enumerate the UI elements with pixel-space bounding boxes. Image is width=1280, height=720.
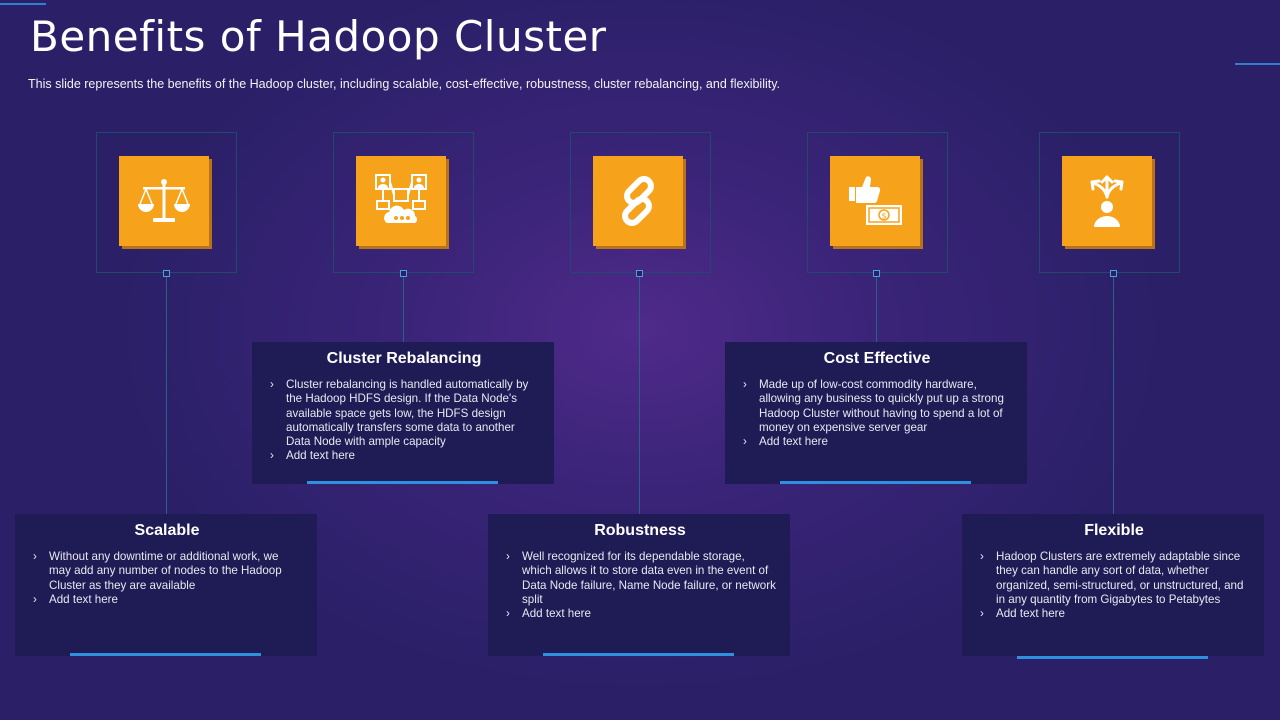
connector-cluster-rebalancing — [403, 277, 404, 342]
bullet-item: Add text here — [978, 607, 1250, 622]
card-title-flexible: Flexible — [1084, 522, 1144, 539]
bullet-list-cost-effective: Made up of low-cost commodity hardware, … — [741, 378, 1013, 450]
icon-tile-robustness — [593, 156, 683, 246]
bullet-list-robustness: Well recognized for its dependable stora… — [504, 550, 776, 622]
person-arrows-icon — [1090, 175, 1124, 227]
connector-scalable — [166, 277, 167, 514]
bullet-item: Well recognized for its dependable stora… — [504, 550, 776, 607]
top-right-accent-line — [1235, 63, 1280, 65]
bullet-list-flexible: Hadoop Clusters are extremely adaptable … — [978, 550, 1250, 622]
icon-tile-cluster-rebalancing — [356, 156, 446, 246]
slide-title: Benefits of Hadoop Cluster — [30, 12, 607, 61]
icon-tile-cost-effective: $ — [830, 156, 920, 246]
card-title-scalable: Scalable — [134, 522, 200, 539]
node-cost-effective — [873, 270, 880, 277]
chain-link-icon — [622, 176, 654, 226]
icon-frame-cluster-rebalancing — [333, 132, 474, 273]
card-scalable: Scalable Without any downtime or additio… — [15, 514, 317, 656]
bullet-item: Add text here — [31, 593, 303, 608]
icon-frame-flexible — [1039, 132, 1180, 273]
bullet-item: Add text here — [741, 435, 1013, 450]
bullet-item: Cluster rebalancing is handled automatic… — [268, 378, 540, 449]
icon-frame-robustness — [570, 132, 711, 273]
icon-frame-cost-effective: $ — [807, 132, 948, 273]
card-accent-bar — [780, 481, 971, 484]
card-accent-bar — [70, 653, 261, 656]
node-robustness — [636, 270, 643, 277]
balance-scale-icon — [138, 179, 190, 222]
icon-frame-scalable — [96, 132, 237, 273]
card-title-cost-effective: Cost Effective — [823, 350, 931, 367]
card-flexible: Flexible Hadoop Clusters are extremely a… — [962, 514, 1264, 659]
bullet-item: Made up of low-cost commodity hardware, … — [741, 378, 1013, 435]
bullet-item: Add text here — [504, 607, 776, 622]
slide-subtitle: This slide represents the benefits of th… — [28, 77, 781, 91]
node-flexible — [1110, 270, 1117, 277]
card-title-cluster-rebalancing: Cluster Rebalancing — [326, 350, 482, 367]
card-accent-bar — [1017, 656, 1208, 659]
bullet-item: Hadoop Clusters are extremely adaptable … — [978, 550, 1250, 607]
card-accent-bar — [307, 481, 498, 484]
card-accent-bar — [543, 653, 734, 656]
card-title-robustness: Robustness — [594, 522, 686, 539]
top-left-accent-line — [0, 3, 46, 5]
card-cost-effective: Cost Effective Made up of low-cost commo… — [725, 342, 1027, 484]
network-cloud-icon — [375, 174, 427, 223]
bullet-list-cluster-rebalancing: Cluster rebalancing is handled automatic… — [268, 378, 540, 464]
connector-cost-effective — [876, 277, 877, 342]
card-robustness: Robustness Well recognized for its depen… — [488, 514, 790, 656]
card-cluster-rebalancing: Cluster Rebalancing Cluster rebalancing … — [252, 342, 554, 484]
connector-robustness — [639, 277, 640, 514]
connector-flexible — [1113, 277, 1114, 514]
icon-tile-flexible — [1062, 156, 1152, 246]
icon-tile-scalable — [119, 156, 209, 246]
thumbs-up-money-icon: $ — [849, 176, 902, 225]
node-cluster-rebalancing — [400, 270, 407, 277]
node-scalable — [163, 270, 170, 277]
bullet-item: Without any downtime or additional work,… — [31, 550, 303, 593]
bullet-item: Add text here — [268, 449, 540, 464]
bullet-list-scalable: Without any downtime or additional work,… — [31, 550, 303, 607]
svg-text:$: $ — [881, 212, 886, 221]
